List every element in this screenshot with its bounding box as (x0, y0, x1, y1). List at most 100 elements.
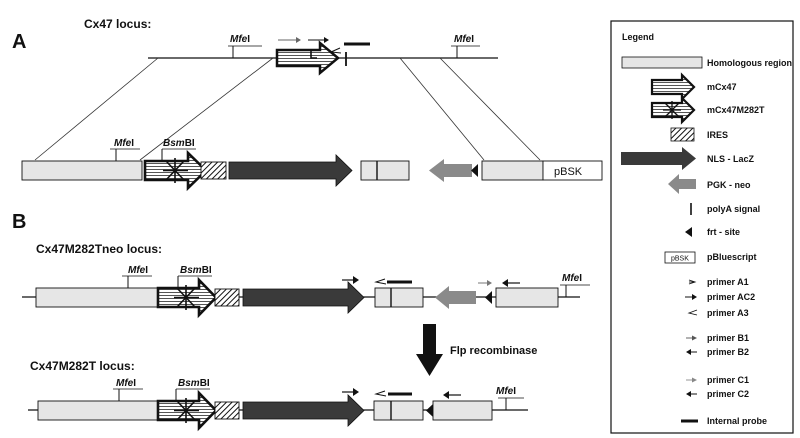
homologous-region-5 (35, 287, 159, 308)
mfei-label: MfeI (562, 273, 582, 284)
bsmbi-site-t: BsmBI (175, 378, 210, 401)
mfei-label: MfeI (496, 386, 516, 397)
nls-lacz-cassette (242, 281, 365, 314)
frt-site (426, 404, 433, 417)
homologous-region-mid (373, 400, 424, 421)
legend-label: mCx47M282T (707, 105, 765, 115)
mfei-label: MfeI (454, 34, 474, 45)
legend-label: mCx47 (707, 82, 737, 92)
bsmbi-site-tneo: BsmBI (177, 265, 212, 288)
legend-frame (610, 20, 794, 434)
nls-lacz-cassette (228, 154, 353, 187)
primer-c2-arrow (502, 279, 520, 287)
panel-label-b: B (12, 211, 26, 233)
legend-label: primer B2 (707, 347, 749, 357)
swatch-primer-ac2 (685, 294, 697, 300)
homologous-region-mid (360, 160, 410, 181)
mcx47-exon (275, 40, 340, 76)
swatch-primer-c1 (686, 377, 697, 383)
swatch-frt (685, 227, 692, 237)
legend-label: primer C1 (707, 375, 749, 385)
mfei-site-construct: MfeI (110, 138, 140, 161)
swatch-ires (670, 127, 695, 142)
ires-element (214, 401, 240, 420)
bsmbi-site-construct: BsmBI (161, 138, 196, 161)
cx47-locus: MfeI MfeI (148, 34, 498, 76)
primer-a1-arrow (278, 37, 301, 43)
legend-label: primer C2 (707, 389, 749, 399)
cx47m282t-locus-title: Cx47M282T locus: (30, 359, 135, 373)
mutation-star (163, 158, 188, 183)
legend-title: Legend (622, 32, 654, 42)
legend-label: primer AC2 (707, 292, 755, 302)
primer-ac2-arrow (342, 388, 359, 396)
bsmbi-label: BsmBI (163, 138, 195, 149)
ires-element (214, 288, 240, 307)
legend-label: pBluescript (707, 252, 757, 262)
ires-element (200, 161, 227, 180)
homologous-region-3 (481, 160, 544, 181)
flp-recombinase-step: Flp recombinase (416, 324, 537, 376)
swatch-primer-c2 (686, 391, 697, 397)
pbluescript-box (542, 160, 603, 181)
legend-label: primer B1 (707, 333, 749, 343)
panel-label-a: A (12, 31, 26, 53)
legend-label: polyA signal (707, 204, 760, 214)
cx47m282t-locus: MfeI BsmBI MfeI (28, 378, 528, 432)
legend-label: IRES (707, 130, 728, 140)
swatch-primer-a1 (688, 279, 697, 285)
swatch-lacz (621, 147, 696, 170)
swatch-mcx47 (650, 72, 696, 102)
pgk-neo-cassette (435, 286, 476, 309)
homologous-region-5 (37, 400, 159, 421)
swatch-mcx47m282t (650, 95, 696, 125)
legend-label: primer A1 (707, 277, 749, 287)
homologous-region-3 (432, 400, 493, 421)
mfei-site-2: MfeI (451, 34, 480, 58)
mfei-site-tneo-1: MfeI (122, 265, 152, 288)
targeting-construct: MfeI BsmBI pBSK (21, 138, 603, 192)
legend-label: NLS - LacZ (707, 154, 755, 164)
primer-a3-arrow (329, 47, 342, 54)
frt-site (471, 164, 478, 177)
pgk-neo-cassette (429, 159, 472, 182)
legend-label: primer A3 (707, 308, 749, 318)
mfei-label: MfeI (128, 265, 148, 276)
cx47-locus-title: Cx47 locus: (84, 17, 151, 31)
mfei-site-tneo-2: MfeI (560, 273, 590, 297)
pbsk-label: pBSK (554, 166, 583, 178)
primer-a3-arrow (374, 278, 387, 285)
swatch-pbsk-text: pBSK (671, 256, 689, 263)
primer-c1-arrow (478, 280, 492, 286)
legend-label: Homologous region (707, 58, 792, 68)
mfei-label: MfeI (230, 34, 250, 45)
mutation-star (174, 285, 199, 310)
primer-ac2-arrow (308, 37, 329, 43)
bsmbi-label: BsmBI (180, 265, 212, 276)
nls-lacz-cassette (242, 394, 365, 427)
homologous-region-3 (495, 287, 559, 308)
swatch-pbluescript (664, 251, 696, 264)
down-arrow-icon (416, 324, 443, 376)
bsmbi-label: BsmBI (178, 378, 210, 389)
primer-a3-arrow (374, 390, 387, 397)
legend-label: PGK - neo (707, 180, 751, 190)
swatch-primer-a3 (687, 309, 698, 316)
primer-ac2-arrow (342, 276, 359, 284)
mfei-label: MfeI (114, 138, 134, 149)
mfei-site-t-2: MfeI (496, 386, 524, 410)
flp-recombinase-label: Flp recombinase (450, 345, 537, 357)
cx47m282tneo-locus-title: Cx47M282Tneo locus: (36, 242, 162, 256)
mfei-label: MfeI (116, 378, 136, 389)
homologous-region-mid (374, 287, 424, 308)
swatch-primer-b1 (686, 335, 697, 341)
mfei-site-t-1: MfeI (113, 378, 143, 401)
homologous-region-5 (21, 160, 143, 181)
swatch-pgk-neo (668, 174, 696, 194)
mfei-site-1: MfeI (228, 34, 262, 58)
homology-guide-lines (34, 57, 541, 161)
primer-c2-arrow (443, 391, 461, 399)
legend-label: Internal probe (707, 416, 767, 426)
legend-label: frt - site (707, 227, 740, 237)
